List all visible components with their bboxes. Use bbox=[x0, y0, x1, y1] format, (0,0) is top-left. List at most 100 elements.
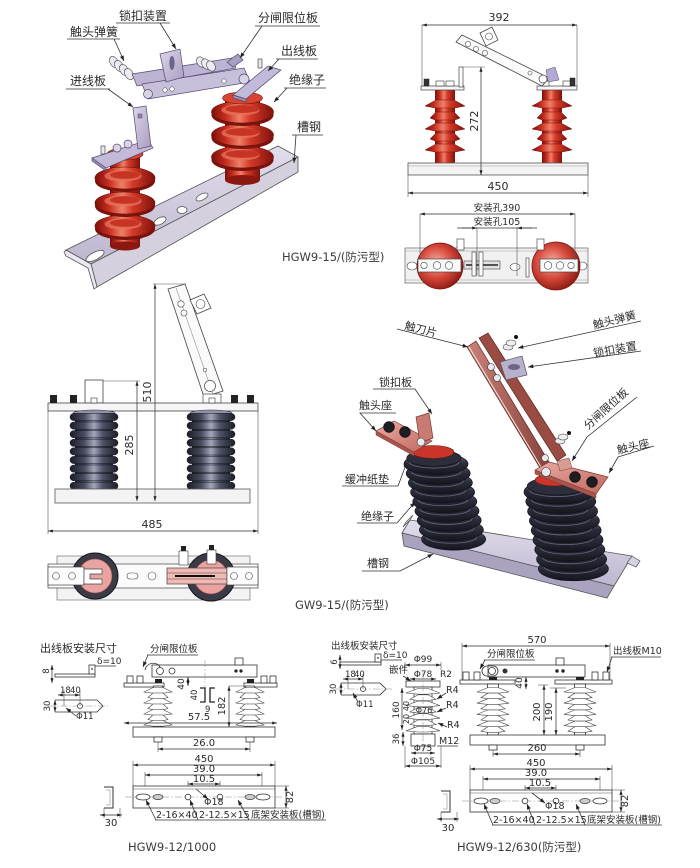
dim-profile-width: 30 bbox=[442, 823, 455, 834]
dim-base-dia: Φ105 bbox=[411, 757, 435, 767]
dim-overall-width: 392 bbox=[489, 11, 510, 24]
hgw9-12-1000-drawing: 出线板安装尺寸 δ=10 8 18 40 30 Φ11 分闸限位板 bbox=[40, 641, 326, 854]
dim-insulator-height: 160 bbox=[392, 701, 402, 718]
seat-plate-edge bbox=[375, 430, 415, 457]
contact-bolt bbox=[536, 238, 545, 251]
end-slot bbox=[406, 261, 418, 271]
insulator-shed bbox=[531, 122, 573, 132]
top-plate bbox=[47, 402, 259, 412]
dim-height-outer: 200 bbox=[532, 702, 543, 721]
spec-slots: 2-16×40 bbox=[156, 810, 198, 821]
insulator-shed bbox=[567, 715, 593, 722]
insulator-rib bbox=[186, 473, 236, 482]
dim-base-inner-dia: Φ75 bbox=[414, 744, 433, 754]
blade bbox=[466, 332, 571, 469]
dim-mounting-hole-105: 安装孔105 bbox=[474, 216, 521, 228]
hgw9-15-isometric-callouts: 锁扣装置 分闸限位板 触头弹簧 出线板 进线板 绝缘子 槽钢 bbox=[66, 8, 326, 164]
channel-profile-inner bbox=[106, 789, 111, 806]
callout-leader bbox=[479, 659, 486, 670]
outlet-plate-side bbox=[339, 661, 382, 666]
mounting-slot bbox=[489, 798, 501, 804]
channel-end-lip bbox=[626, 555, 641, 568]
callout-leader bbox=[159, 22, 177, 50]
limit-plate-profile bbox=[144, 662, 161, 671]
insulator-right bbox=[523, 476, 609, 582]
outlet-detail-title: 出线板安装尺寸 bbox=[40, 641, 117, 655]
dim-insulator-height: 285 bbox=[123, 435, 136, 456]
callout-leader bbox=[145, 799, 157, 821]
outlet-plate-side bbox=[54, 673, 96, 678]
plate-hole bbox=[444, 261, 454, 270]
limit-plate-loop bbox=[481, 665, 499, 677]
inlet-plate-hole bbox=[137, 113, 143, 119]
spring-coil bbox=[124, 68, 134, 80]
blade bbox=[455, 26, 560, 87]
callout-opening-limit-plate: 分闸限位板 bbox=[581, 385, 631, 432]
insulator-rib bbox=[69, 464, 119, 473]
insulator-rib bbox=[186, 447, 236, 456]
label-opening-limit-plate: 分闸限位板 bbox=[487, 648, 535, 660]
base-plate-view: 450 39.0 10.5 Φ18 82 2-16×40 2-12.5×15 底… bbox=[436, 758, 662, 834]
dim-hole-dia: Φ11 bbox=[356, 700, 374, 710]
dim-plate-thickness: δ=10 bbox=[383, 651, 408, 661]
center-slot bbox=[509, 263, 521, 271]
insulator-right bbox=[211, 91, 274, 185]
dim-plate-height: 8 bbox=[42, 668, 52, 673]
callout-leader bbox=[273, 87, 288, 103]
dim-base-length: 450 bbox=[194, 754, 213, 765]
insulator-shed bbox=[480, 726, 506, 733]
inlet-plate-edge bbox=[91, 157, 107, 172]
bottom-nut bbox=[245, 736, 255, 743]
insulator-base bbox=[225, 175, 260, 185]
insulator-rib bbox=[186, 421, 236, 430]
insulator-rib bbox=[69, 456, 119, 464]
tab-hole bbox=[91, 668, 93, 670]
dim-hole-dia: Φ11 bbox=[76, 712, 94, 722]
insulator-right bbox=[563, 683, 597, 736]
insulator-shed bbox=[476, 709, 510, 716]
bolt bbox=[126, 675, 134, 684]
mounting-slot bbox=[135, 793, 151, 801]
inlet-plate-bracket bbox=[91, 105, 154, 172]
opening-limit-plate bbox=[556, 457, 573, 472]
bolt bbox=[423, 78, 430, 87]
callout-leader bbox=[437, 722, 448, 728]
dim-shed-pitch-large: 40 bbox=[402, 701, 411, 711]
insulator-shed bbox=[480, 715, 506, 722]
insulator-shed bbox=[424, 143, 466, 153]
blade-assembly bbox=[109, 48, 282, 103]
dim-section-height: 40 bbox=[190, 690, 200, 701]
latch-slot bbox=[508, 364, 520, 370]
insulator-shed bbox=[563, 698, 597, 705]
insulator-rib bbox=[69, 438, 119, 447]
spring-coil bbox=[206, 60, 216, 72]
insulator-core-ring bbox=[225, 128, 260, 136]
insulator-right bbox=[531, 90, 573, 163]
spring-stud bbox=[181, 546, 186, 551]
insulator-left bbox=[476, 683, 510, 736]
blade-pivot bbox=[204, 380, 216, 392]
callout-leader bbox=[142, 654, 149, 668]
callout-channel-steel: 槽钢 bbox=[367, 557, 389, 570]
insulator-rib bbox=[69, 421, 119, 430]
label-base-plate: 底架安装板(槽钢) bbox=[587, 814, 661, 826]
bolt-stack bbox=[478, 251, 484, 277]
dim-top-radius: R2 bbox=[440, 670, 452, 680]
pivot-bolt bbox=[502, 668, 508, 674]
insulator-shed bbox=[429, 132, 461, 142]
bolt bbox=[591, 671, 599, 681]
inlet-plate-vertical bbox=[132, 105, 152, 150]
insulator-shed bbox=[476, 698, 510, 705]
callout-lock-device: 锁扣装置 bbox=[119, 8, 167, 23]
callout-inlet-plate: 进线板 bbox=[70, 74, 106, 88]
bolt bbox=[260, 675, 268, 684]
insulator-shed bbox=[536, 111, 568, 121]
inlet-plate bbox=[420, 85, 465, 91]
callout-buffer-pad: 缓冲纸垫 bbox=[345, 472, 389, 486]
blade-bolt bbox=[541, 454, 549, 462]
callout-insulator: 绝缘子 bbox=[361, 509, 394, 523]
callout-leader bbox=[267, 58, 280, 72]
lock-device bbox=[159, 48, 185, 83]
front-view: 分闸限位板 40 40 9 182 bbox=[123, 643, 278, 752]
insulator-top-fitting bbox=[247, 679, 254, 683]
